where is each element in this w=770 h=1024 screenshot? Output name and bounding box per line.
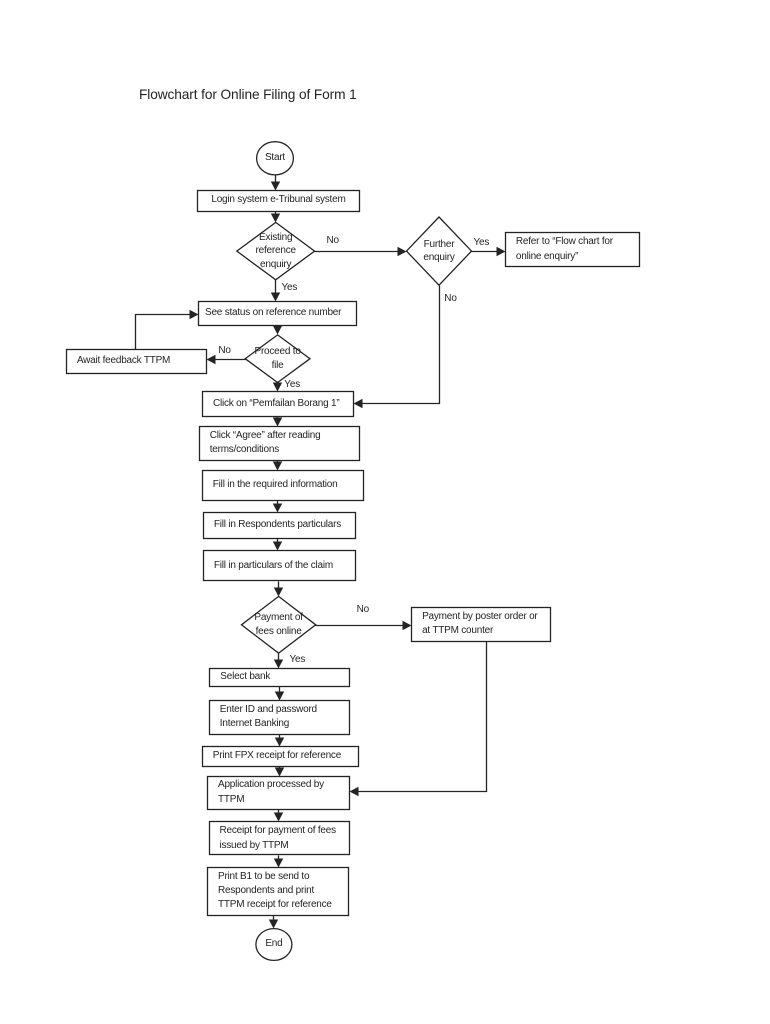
arrowhead-enterid-to-fpx [274,737,285,747]
node-print-fpx-receipt-box [201,745,360,768]
arrowhead-proceed-yes-to-borang [272,382,283,392]
decision-further-enquiry-shape [405,216,473,287]
node-print-b1-label: Print B1 to be send to Respondents and p… [218,870,332,911]
node-enter-id-password-label: Enter ID and password Internet Banking [219,703,317,730]
arrowhead-application-to-receipt [273,812,284,822]
node-see-status-box [197,300,358,327]
label-payment-no: No [356,603,370,615]
arrowhead-poster-to-application [349,786,359,797]
label-payment-yes: Yes [289,653,306,665]
node-select-bank-label: Select bank [220,671,271,683]
decision-payment-of-fees-online-shape [240,595,317,655]
arrowhead-respondents-to-claim [272,541,283,551]
arrowhead-existing-no-to-further [397,246,407,257]
arrowhead-borang-to-agree [272,417,283,427]
node-fill-respondents-box [202,511,357,540]
node-end-label: End [265,938,283,950]
node-fill-required-info-label: Fill in the required information [212,479,338,491]
page-title: Flowchart for Online Filing of Form 1 [139,87,357,102]
edge-further-no-to-borang [355,285,441,405]
node-application-processed-box [206,775,351,811]
arrowhead-further-yes-to-refer [496,246,506,257]
label-proceed-no: No [218,345,231,356]
node-await-feedback-ttpm-box [65,348,208,375]
arrowhead-payment-no-to-poster [402,620,412,631]
label-existing-no: No [326,234,340,246]
node-print-fpx-receipt-label: Print FPX receipt for reference [212,750,342,762]
node-fill-respondents-label: Fill in Respondents particulars [213,519,342,531]
decision-proceed-to-file-label: Proceed to file [254,346,301,371]
decision-proceed-to-file-shape [244,334,312,384]
node-click-agree-label: Click “Agree” after reading terms/condit… [209,429,321,456]
arrowhead-receipt-to-printb1 [273,858,284,868]
node-see-status-label: See status on reference number [205,307,342,319]
decision-existing-reference-enquiry-shape [235,221,316,281]
node-receipt-for-payment-box [208,820,351,856]
label-further-no: No [444,293,457,304]
arrowhead-existing-yes-to-status [270,292,281,302]
node-start-shape [255,141,295,176]
node-fill-required-info-box [201,469,365,502]
arrowhead-await-to-status [189,309,199,320]
decision-further-enquiry-label: Further enquiry [423,238,455,264]
node-fill-claim-particulars-box [202,549,357,582]
arrowhead-required-to-respondents [272,503,283,513]
node-refer-to-flow-chart-label: Refer to “Flow chart for online enquiry” [515,236,613,262]
node-print-b1-box [206,866,350,917]
node-start-label: Start [264,152,285,164]
arrowhead-fpx-to-application [274,767,285,777]
arrowhead-further-no-to-borang [353,398,363,409]
node-receipt-for-payment-label: Receipt for payment of fees issued by TT… [219,825,337,851]
edge-poster-to-application [351,641,488,793]
node-payment-by-poster-box [410,606,552,643]
node-application-processed-label: Application processed by TTPM [218,779,324,805]
arrowhead-start-to-login [270,181,281,191]
node-end-shape [255,927,293,962]
node-refer-to-flow-chart-box [504,231,641,268]
node-login-system-label: Login system e-Tribunal system [211,194,346,206]
arrowhead-agree-to-required [272,461,283,471]
arrowhead-login-to-existing [270,213,281,223]
node-click-pemfailan-borang-box [201,390,355,418]
label-further-yes: Yes [473,236,490,248]
node-enter-id-password-box [208,699,351,736]
node-select-bank-box [208,667,351,688]
arrowhead-bank-to-enterid [274,691,285,701]
edge-await-to-status [134,313,197,350]
label-proceed-yes: Yes [284,378,301,390]
node-click-agree-box [198,425,361,462]
arrowhead-payment-yes-to-bank [273,659,284,669]
arrowhead-claim-to-payment [273,587,284,597]
decision-payment-of-fees-online-label: Payment of fees online [254,612,303,637]
arrowhead-proceed-no-to-await [206,354,216,365]
node-payment-by-poster-label: Payment by poster order or at TTPM count… [422,610,538,637]
label-existing-yes: Yes [281,281,298,293]
node-login-system-box [196,189,361,213]
arrowhead-printb1-to-end [268,919,279,929]
node-await-feedback-ttpm-label: Await feedback TTPM [76,355,171,367]
node-fill-claim-particulars-label: Fill in particulars of the claim [213,559,334,571]
node-click-pemfailan-borang-label: Click on “Pemfailan Borang 1” [213,397,340,409]
arrowhead-status-to-proceed [272,325,283,335]
decision-existing-reference-enquiry-label: Existing reference enquiry [255,231,297,270]
